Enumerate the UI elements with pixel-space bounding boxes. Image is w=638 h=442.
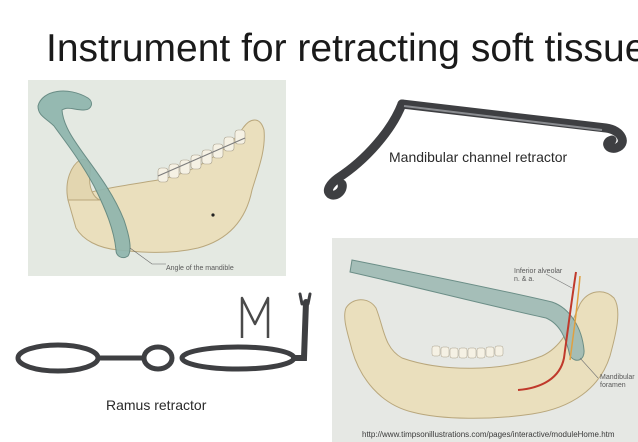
- ramus-retractor-drawing: [15, 292, 312, 374]
- caption-ramus-retractor: Ramus retractor: [106, 397, 207, 413]
- jaw-illustration-foramen: [332, 238, 638, 442]
- label-angle-of-mandible: Angle of the mandible: [166, 265, 234, 272]
- mandible-with-retractor-drawing: [37, 90, 265, 265]
- mandibular-channel-retractor-drawing: [323, 99, 627, 200]
- label-mandibular-foramen-line2: foramen: [600, 382, 626, 389]
- mandible-foramen-drawing: [344, 259, 619, 419]
- label-mandibular-foramen: Mandibular foramen: [600, 374, 635, 390]
- label-mandibular-foramen-line1: Mandibular: [600, 374, 635, 381]
- jaw-illustration-angle: [28, 80, 286, 276]
- label-inferior-alveolar: Inferior alveolar n. & a.: [514, 268, 562, 284]
- label-inferior-alveolar-line2: n. & a.: [514, 276, 535, 283]
- source-url: http://www.timpsonillustrations.com/page…: [362, 430, 615, 439]
- retractor-blade-profile-sketch: [240, 296, 270, 338]
- slide-title: Instrument for retracting soft tissue: [46, 27, 638, 70]
- caption-mandibular-channel-retractor: Mandibular channel retractor: [389, 149, 568, 165]
- label-inferior-alveolar-line1: Inferior alveolar: [514, 268, 563, 275]
